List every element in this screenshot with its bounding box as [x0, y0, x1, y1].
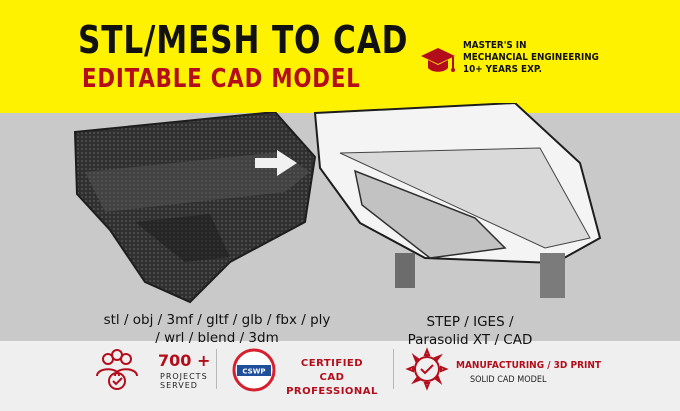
output-format-line: Parasolid XT / CAD: [407, 332, 533, 348]
input-format-line: stl / obj / 3mf / gltf / glb / fbx / ply: [103, 312, 331, 328]
manufacturing-label: MANUFACTURING / 3D PRINT: [456, 360, 602, 371]
certified-label: CERTIFIED CAD PROFESSIONAL: [284, 357, 380, 399]
output-formats: STEP / IGES / Parasolid XT / CAD: [395, 313, 545, 349]
gear-check-icon: [405, 347, 449, 391]
credential-line: MASTER'S IN: [463, 40, 527, 51]
credential-line: MECHANCIAL ENGINEERING: [463, 52, 599, 63]
people-check-icon: [96, 349, 138, 390]
certified-line: CAD PROFESSIONAL: [286, 372, 378, 397]
cswp-badge-icon: CSWP: [232, 348, 276, 392]
output-format-line: STEP / IGES /: [426, 314, 514, 330]
certified-line: CERTIFIED: [300, 358, 364, 369]
projects-label: PROJECTS SERVED: [160, 372, 208, 390]
header-banner: [0, 0, 680, 113]
input-formats: stl / obj / 3mf / gltf / glb / fbx / ply…: [82, 311, 352, 347]
arrow-right-icon: [255, 150, 297, 176]
solid-cad-label: SOLID CAD MODEL: [470, 375, 547, 385]
credentials: MASTER'S IN MECHANCIAL ENGINEERING 10+ Y…: [463, 40, 599, 76]
projects-label-line: PROJECTS: [160, 372, 208, 381]
projects-count: 700 +: [158, 351, 211, 370]
graduation-cap-icon: [421, 48, 455, 72]
input-format-line: / wrl / blend / 3dm: [155, 330, 279, 346]
mesh-model-image: [73, 112, 317, 304]
feature-divider: [393, 349, 394, 389]
main-subtitle: EDITABLE CAD MODEL: [82, 64, 361, 94]
main-title: STL/MESH TO CAD: [78, 18, 409, 62]
projects-label-line: SERVED: [160, 381, 198, 390]
cad-model-image: [313, 103, 602, 298]
cswp-logo-text: CSWP: [242, 368, 265, 376]
feature-divider: [216, 349, 217, 389]
credential-line: 10+ YEARS EXP.: [463, 64, 543, 75]
